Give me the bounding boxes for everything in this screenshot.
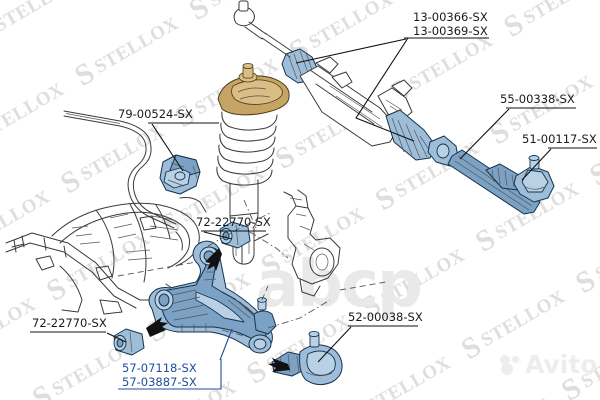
control-arm (148, 240, 277, 354)
label-control-arm: 57-07118-SX 57-03887-SX (122, 361, 197, 389)
label-line: 79-00524-SX (118, 107, 193, 121)
label-steering-rack-boots: 13-00366-SX 13-00369-SX (413, 10, 488, 38)
label-line: 55-00338-SX (500, 92, 575, 106)
steering-knuckle (283, 189, 341, 297)
label-stabiliser-bar-bush: 79-00524-SX (118, 107, 193, 122)
label-lower-ball-joint: 52-00038-SX (348, 310, 423, 325)
label-line: 72-22770-SX (196, 215, 271, 229)
label-line: 57-07118-SX (122, 361, 197, 375)
label-line: 52-00038-SX (348, 310, 423, 324)
outer-tie-rod-end (485, 155, 555, 203)
leader-lines (30, 37, 597, 390)
assembly-guides (117, 199, 387, 339)
label-line: 13-00366-SX (413, 10, 488, 24)
lower-ball-joint (271, 330, 343, 386)
label-control-arm-bush-rear: 72-22770-SX (196, 215, 271, 230)
steering-rack (233, 0, 437, 161)
label-inner-tie-rod: 55-00338-SX (500, 92, 575, 107)
label-outer-tie-rod-end: 51-00117-SX (522, 132, 597, 147)
label-line: 51-00117-SX (522, 132, 597, 146)
label-line: 13-00369-SX (413, 23, 488, 38)
stabiliser-bar-bush-part (159, 154, 201, 195)
label-control-arm-bush-front: 72-22770-SX (32, 316, 107, 331)
bush-front-part (113, 328, 145, 356)
assembly-arrows (146, 248, 290, 372)
strut-assembly (216, 63, 290, 265)
label-line: 57-03887-SX (122, 374, 197, 389)
label-line: 72-22770-SX (32, 316, 107, 330)
